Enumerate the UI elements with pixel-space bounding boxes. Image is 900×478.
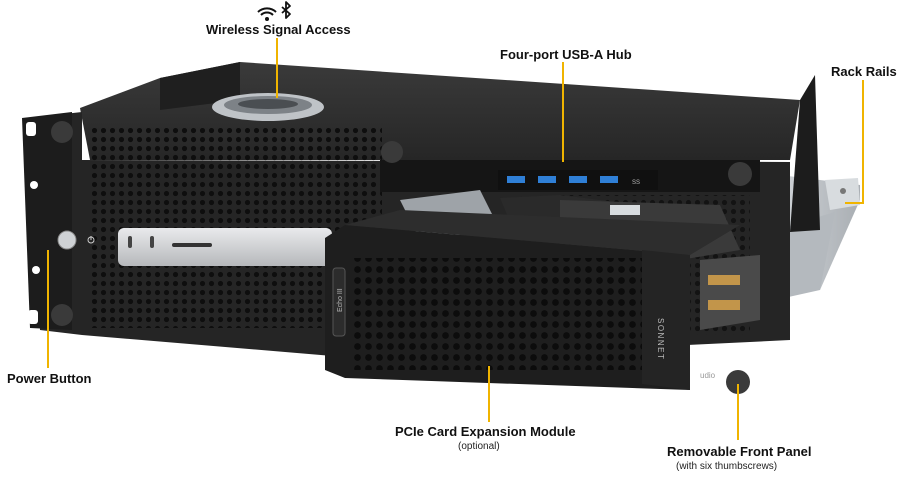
studio-text: udio	[700, 371, 716, 380]
usb-hub-leader	[562, 62, 564, 162]
power-button[interactable]	[57, 230, 77, 250]
callout-pcie-note: (optional)	[458, 441, 500, 452]
usb-hub	[498, 170, 658, 190]
callout-pcie-module: PCIe Card Expansion Module	[395, 424, 576, 439]
pcie-leader	[488, 366, 490, 422]
thumbscrews	[51, 121, 752, 394]
mac-mini-slot	[118, 228, 332, 266]
usb-port-3	[569, 176, 587, 183]
callout-front-panel-note: (with six thumbscrews)	[676, 461, 778, 472]
brand-mark: SONNET	[656, 318, 665, 360]
callout-usb-hub: Four-port USB-A Hub	[500, 47, 632, 62]
front-panel-leader	[737, 384, 739, 440]
power-button-leader	[47, 250, 49, 368]
power-icon	[87, 236, 95, 244]
usb-port-4	[600, 176, 618, 183]
left-rack-ear	[22, 112, 72, 330]
module-badge: Echo III	[337, 288, 344, 312]
pcie-expansion-module	[325, 210, 740, 390]
wifi-icon	[257, 7, 277, 21]
callout-rack-rails: Rack Rails	[831, 64, 897, 79]
usb-logo: SS	[632, 180, 640, 186]
rack-rails-leader-h	[845, 202, 863, 204]
wireless-vent	[212, 93, 324, 121]
wireless-leader	[276, 38, 278, 98]
callout-wireless: Wireless Signal Access	[206, 22, 351, 37]
bluetooth-icon	[281, 1, 291, 19]
usb-port-2	[538, 176, 556, 183]
callout-power-button: Power Button	[7, 371, 92, 386]
rack-rails-leader	[862, 80, 864, 204]
usb-port-1	[507, 176, 525, 183]
callout-front-panel: Removable Front Panel	[667, 444, 812, 459]
